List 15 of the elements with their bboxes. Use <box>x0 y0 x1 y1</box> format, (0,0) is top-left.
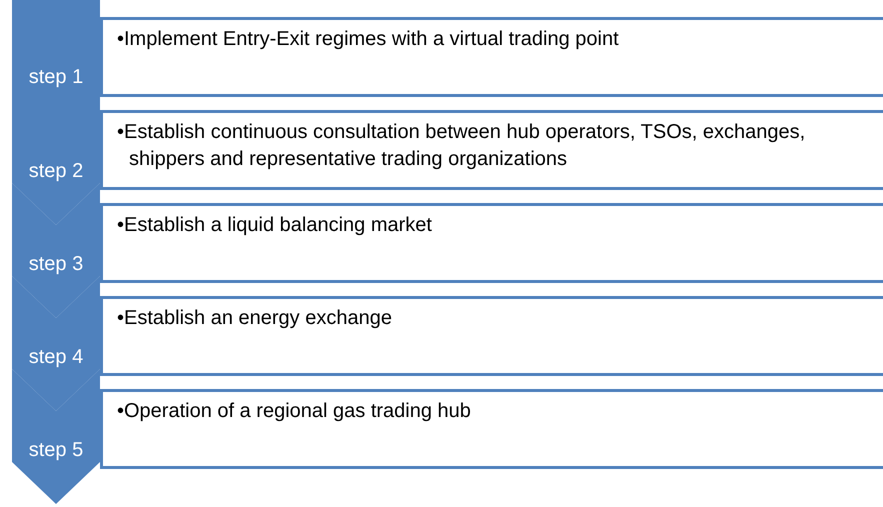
text-bar <box>100 17 883 97</box>
text-bar <box>100 296 883 376</box>
step-label: step 1 <box>28 66 84 89</box>
bullet-text: •Establish continuous consultation between hub operators, TSOs, exchanges, shippers and representative trading organizations <box>117 120 806 172</box>
step-label: step 3 <box>28 253 84 276</box>
bullet-text: •Operation of a regional gas trading hub <box>117 399 472 424</box>
step-label: step 4 <box>28 346 84 369</box>
step-label: step 5 <box>28 439 84 462</box>
text-bar <box>100 110 883 190</box>
bullet-text: •Establish a liquid balancing market <box>117 213 433 238</box>
step-label: step 2 <box>28 160 84 183</box>
bullet-text: •Implement Entry-Exit regimes with a virtual trading point <box>117 27 620 52</box>
bullet-text: •Establish an energy exchange <box>117 306 393 331</box>
text-bar <box>100 203 883 283</box>
text-bar <box>100 389 883 469</box>
